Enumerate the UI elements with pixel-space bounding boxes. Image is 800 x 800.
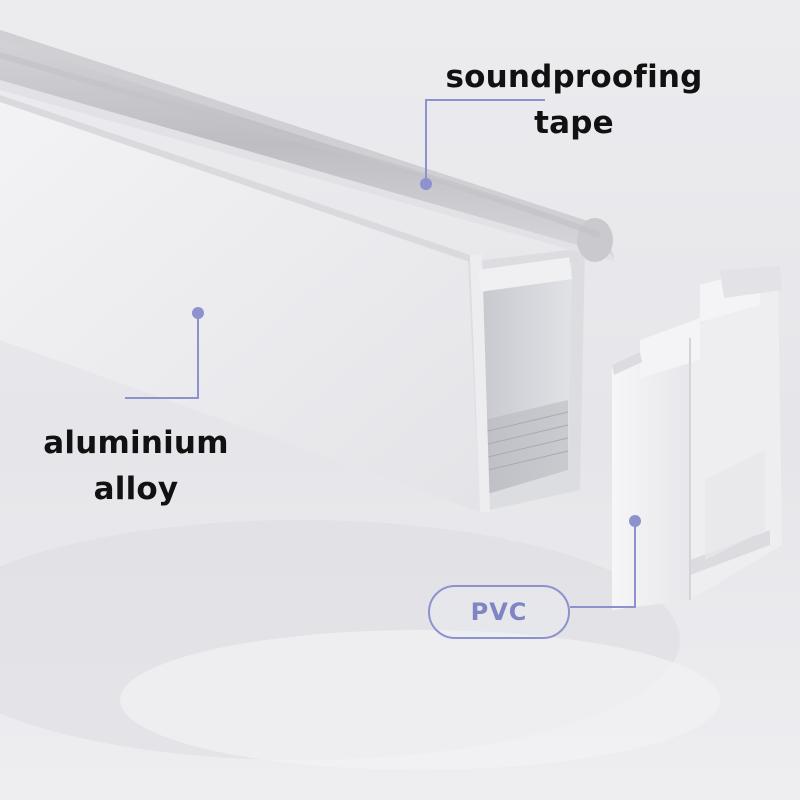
callout-dot-icon [192,307,204,319]
callout-aluminium-alloy [125,307,204,399]
label-pvc-badge: PVC [428,585,570,639]
callout-soundproofing-tape [420,99,545,190]
label-pvc-text: PVC [470,598,528,626]
callout-dot-icon [629,515,641,527]
label-soundproofing-tape: soundproofing tape [436,54,712,146]
pvc-end-cap [612,266,782,610]
soundproofing-tape [0,30,615,262]
callout-pvc [570,515,641,608]
label-soundproofing-line1: soundproofing [445,59,703,95]
label-aluminium-alloy: aluminium alloy [36,420,236,512]
aluminium-profile [0,95,585,512]
label-aluminium-line1: aluminium [43,425,229,461]
label-soundproofing-line2: tape [534,105,614,141]
soft-highlight [120,630,720,770]
label-aluminium-line2: alloy [93,471,179,507]
callout-dot-icon [420,178,432,190]
